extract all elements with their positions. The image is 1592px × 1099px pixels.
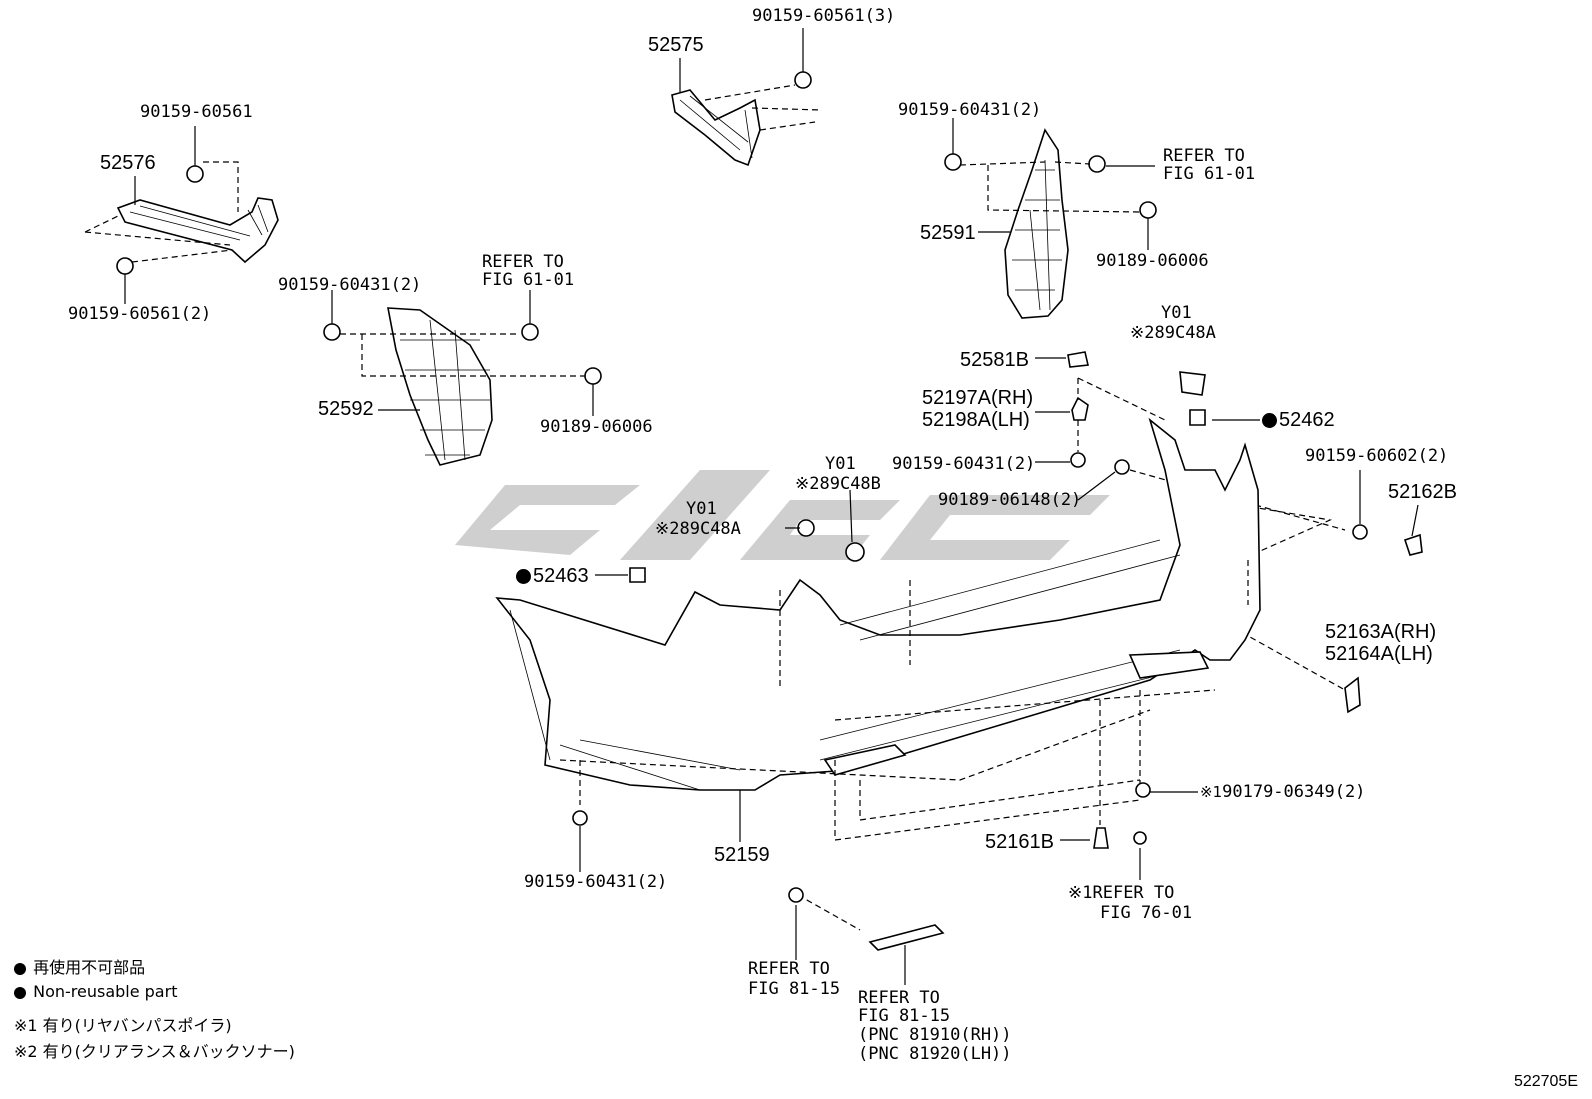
label-52162b: 52162B xyxy=(1388,481,1457,503)
nonreusable-dot-icon xyxy=(14,987,26,999)
label-52463: 52463 xyxy=(516,565,589,587)
option-89c48a-left: ※289C48A xyxy=(655,519,741,539)
option-89c48a-right: ※289C48A xyxy=(1130,323,1216,343)
fastener-90159-60431-bottom: 90159-60431(2) xyxy=(524,872,668,892)
ref-fig-61-01-left-line2[interactable]: FIG 61-01 xyxy=(482,270,575,290)
label-52591: 52591 xyxy=(920,222,976,244)
label-52462: 52462 xyxy=(1262,409,1335,431)
fastener-90189-06006-left: 90189-06006 xyxy=(540,417,653,437)
legend-note2: ※2 有り(クリアランス＆バックソナー) xyxy=(14,1042,295,1061)
label-52576: 52576 xyxy=(100,152,156,174)
fastener-90159-60431-center: 90159-60431(2) xyxy=(892,454,1036,474)
label-52575: 52575 xyxy=(648,34,704,56)
ref-fig-81-15-b-line1[interactable]: REFER TO xyxy=(858,988,940,1008)
label-52163a: 52163A(RH) xyxy=(1325,621,1437,643)
fastener-90159-60431-top-right: 90159-60431(2) xyxy=(898,100,1042,120)
fastener-90189-06148-2: 90189-06148(2) xyxy=(938,490,1082,510)
label-52161b: 52161B xyxy=(985,831,1054,853)
legend-nonreusable-en: Non-reusable part xyxy=(14,982,177,1002)
option-y01-left: Y01 xyxy=(686,499,717,519)
legend-nonreusable-jp: 再使用不可部品 xyxy=(14,958,145,978)
label-52164a: 52164A(LH) xyxy=(1325,643,1433,665)
nonreusable-dot-icon xyxy=(14,963,26,975)
label-52197a: 52197A(RH) xyxy=(922,387,1034,409)
ref-fig-81-15-a-line1[interactable]: REFER TO xyxy=(748,959,830,979)
option-y01-center: Y01 xyxy=(825,454,856,474)
ref-fig-81-15-b-line4: (PNC 81920(LH)) xyxy=(858,1044,1012,1064)
bracket-52576 xyxy=(84,126,279,304)
option-y01-right: Y01 xyxy=(1161,303,1192,323)
nonreusable-dot-icon xyxy=(516,569,531,584)
label-52581b: 52581B xyxy=(960,349,1029,371)
legend-note1: ※1 有り(リヤバンパスポイラ) xyxy=(14,1016,232,1035)
fastener-90159-60561-2: 90159-60561(2) xyxy=(68,304,212,324)
label-52159: 52159 xyxy=(714,844,770,866)
ref-fig-76-01-line1[interactable]: ※1REFER TO xyxy=(1068,883,1175,903)
ref-fig-61-01-right-line1[interactable]: REFER TO xyxy=(1163,146,1245,166)
bracket-52575 xyxy=(671,28,823,167)
option-89c48b: ※289C48B xyxy=(795,474,881,494)
fastener-90159-60431-left: 90159-60431(2) xyxy=(278,275,422,295)
ref-fig-81-15-b-line3: (PNC 81910(RH)) xyxy=(858,1025,1012,1045)
ref-fig-61-01-left-line1[interactable]: REFER TO xyxy=(482,252,564,272)
ref-fig-81-15-a-line2[interactable]: FIG 81-15 xyxy=(748,979,841,999)
nonreusable-dot-icon xyxy=(1262,413,1277,428)
bumper-cover-52159 xyxy=(495,417,1261,985)
label-52592: 52592 xyxy=(318,398,374,420)
ref-fig-61-01-right-line2[interactable]: FIG 61-01 xyxy=(1163,164,1256,184)
fastener-90159-60561-3: 90159-60561(3) xyxy=(752,6,896,26)
figure-id: 522705E xyxy=(1513,1073,1578,1090)
ref-fig-81-15-b-line2[interactable]: FIG 81-15 xyxy=(858,1006,951,1026)
label-52198a: 52198A(LH) xyxy=(922,409,1030,431)
fastener-90159-60561: 90159-60561 xyxy=(140,102,253,122)
liner-52592 xyxy=(323,290,602,466)
fastener-90179-06349-2: ※190179-06349(2) xyxy=(1200,782,1366,802)
fastener-90159-60602-2: 90159-60602(2) xyxy=(1305,446,1449,466)
retainer-parts xyxy=(595,351,1423,714)
fastener-90189-06006-right: 90189-06006 xyxy=(1096,251,1209,271)
watermark-logo xyxy=(455,470,1110,560)
ref-fig-76-01-line2[interactable]: FIG 76-01 xyxy=(1100,903,1193,923)
liner-52591 xyxy=(944,118,1157,319)
